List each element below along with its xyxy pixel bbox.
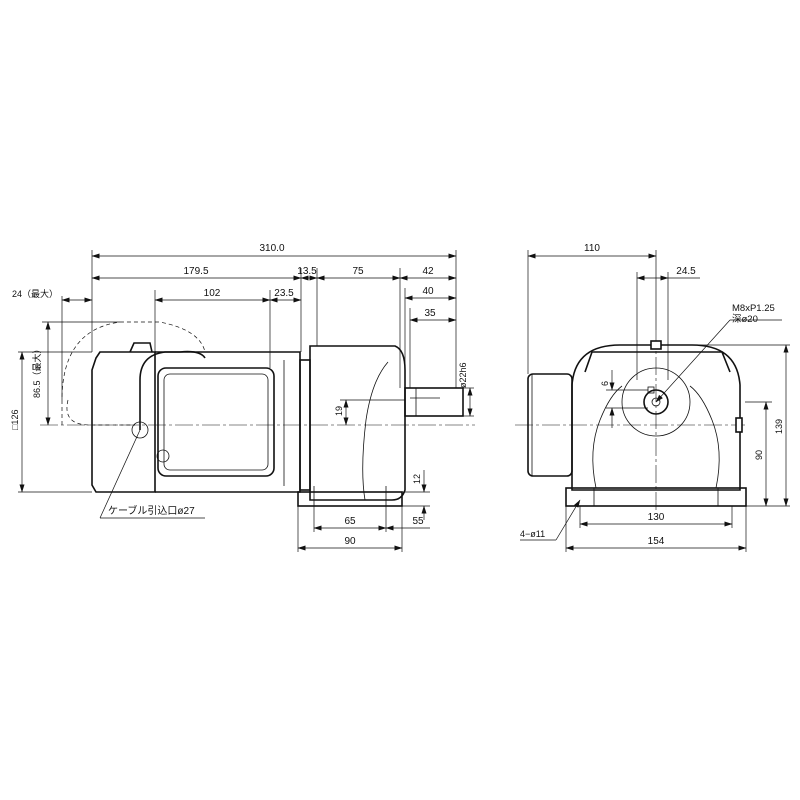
dim-126-label: □126 (10, 410, 20, 430)
front-view: 110 24.5 M8xP1.25 深ø20 6 139 90 130 (515, 243, 790, 552)
dim-154-label: 154 (648, 536, 665, 547)
dim-13-5-label: 13.5 (297, 266, 317, 277)
motor-body (91, 351, 156, 493)
dim-shaft-dia-label: ø22h6 (458, 362, 468, 388)
terminal-screw (156, 449, 170, 463)
dim-139-label: 139 (774, 419, 784, 434)
foot-hole-leader (555, 499, 581, 541)
motor-top-bump (129, 342, 153, 353)
side-lug (735, 417, 743, 433)
tap-leader (655, 319, 731, 403)
gear-base-foot (297, 491, 403, 507)
dim-55-label: 55 (412, 516, 424, 527)
cable-loop (139, 350, 206, 430)
dim-19-label: 19 (334, 406, 344, 416)
breather (650, 340, 662, 350)
dim-90-side-label: 90 (344, 536, 356, 547)
gear-housing-curve (362, 361, 389, 501)
dim-40-label: 40 (422, 286, 434, 297)
housing-curve-left (592, 385, 623, 489)
dim-130-label: 130 (648, 512, 665, 523)
motor-frame (155, 351, 301, 493)
cable-path-max (66, 399, 135, 426)
dim-75-label: 75 (352, 266, 364, 277)
housing-curve-right (689, 385, 720, 489)
gear-circle (621, 367, 691, 437)
dim-35-label: 35 (424, 308, 436, 319)
dim-179-5-label: 179.5 (183, 266, 208, 277)
dim-86-5-label: 86.5（最大） (31, 344, 42, 398)
cable-swing-outline (61, 321, 206, 425)
tap-depth-label: 深ø20 (732, 314, 758, 325)
dim-12-label: 12 (412, 474, 422, 484)
dim-24-5-label: 24.5 (676, 266, 696, 277)
dim-110-label: 110 (584, 243, 600, 254)
dim-23-5-label: 23.5 (274, 288, 294, 299)
dim-24-label: 24（最大） (12, 288, 58, 299)
foot-hole-label: 4−ø11 (520, 529, 545, 539)
dim-310-label: 310.0 (259, 243, 284, 254)
cable-entry-label: ケーブル引込口ø27 (108, 504, 195, 517)
shaft-end (643, 389, 669, 415)
cable-entry-leader (99, 429, 141, 519)
dim-6-label: 6 (600, 381, 610, 386)
dim-90-front-label: 90 (754, 450, 764, 460)
dim-65-label: 65 (344, 516, 356, 527)
gear-housing (309, 345, 406, 501)
output-shaft (404, 387, 464, 417)
terminal-box (157, 367, 275, 477)
terminal-box-inner (163, 373, 269, 471)
tap-spec-label: M8xP1.25 (732, 303, 775, 314)
dim-42-label: 42 (422, 266, 434, 277)
side-view: 310.0 179.5 13.5 75 42 102 23.5 40 35 24… (10, 243, 475, 552)
cable-gland (131, 421, 149, 439)
lift-bracket (584, 351, 731, 373)
dim-102-label: 102 (204, 288, 221, 299)
